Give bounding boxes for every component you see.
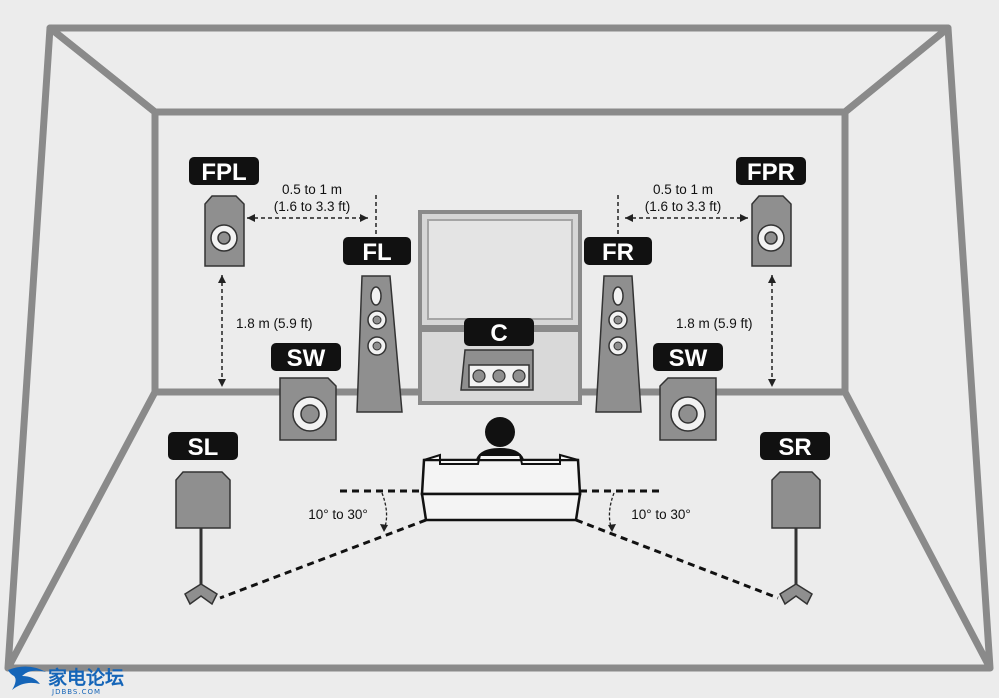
- speaker-fl: [356, 275, 403, 413]
- angle-note-left: 10° to 30°: [308, 507, 368, 522]
- speaker-c: [460, 349, 534, 391]
- label-c: C: [464, 318, 534, 347]
- height-note-left: 1.8 m (5.9 ft): [236, 316, 313, 331]
- angle-ray-left: [219, 518, 427, 600]
- speaker-fpr: [751, 195, 792, 267]
- speaker-fr: [595, 275, 642, 413]
- room-right-wall: [841, 24, 994, 672]
- measurement-arrowheads: [218, 214, 776, 387]
- angle-arc-right: [608, 492, 615, 531]
- label-fr: FR: [584, 237, 652, 266]
- gap-note-right-line1: 0.5 to 1 m: [653, 182, 713, 197]
- label-fl: FL: [343, 237, 411, 266]
- label-sr: SR: [760, 432, 830, 461]
- watermark-name: 家电论坛: [48, 666, 124, 689]
- angle-guides: [219, 489, 779, 600]
- speaker-fpl: [204, 195, 245, 267]
- label-sw-right: SW: [653, 343, 723, 372]
- label-sl-text: SL: [188, 434, 219, 461]
- label-sr-text: SR: [778, 434, 811, 461]
- watermark-swoosh-icon: [8, 666, 46, 690]
- label-fpl: FPL: [189, 157, 259, 186]
- height-note-right: 1.8 m (5.9 ft): [676, 316, 753, 331]
- label-sw-right-text: SW: [669, 345, 708, 372]
- speaker-sl-stand-base: [184, 583, 218, 606]
- label-fpl-text: FPL: [201, 159, 246, 186]
- speaker-sr-stand-base: [779, 583, 813, 606]
- angle-arc-arrows: [380, 524, 616, 532]
- watermark-domain: JDBBS.COM: [51, 688, 101, 696]
- label-fpr-text: FPR: [747, 159, 795, 186]
- angle-arcs: [381, 492, 615, 531]
- label-sw-left: SW: [271, 343, 341, 372]
- measurement-guides: [221, 195, 773, 387]
- label-fl-text: FL: [362, 239, 391, 266]
- angle-note-right: 10° to 30°: [631, 507, 691, 522]
- gap-note-left-line2: (1.6 to 3.3 ft): [274, 199, 351, 214]
- room-ceiling: [46, 24, 952, 116]
- subwoofer-left: [279, 377, 337, 441]
- gap-note-left-line1: 0.5 to 1 m: [282, 182, 342, 197]
- label-fpr: FPR: [736, 157, 806, 186]
- room-outline: [4, 24, 994, 672]
- watermark-logo: 家电论坛 JDBBS.COM: [8, 666, 124, 696]
- label-fr-text: FR: [602, 239, 634, 266]
- label-c-text: C: [490, 320, 507, 347]
- speaker-sl: [175, 471, 231, 606]
- listener-head: [485, 417, 515, 447]
- label-sw-left-text: SW: [287, 345, 326, 372]
- gap-note-right-line2: (1.6 to 3.3 ft): [645, 199, 722, 214]
- sofa: [420, 453, 582, 522]
- subwoofer-right: [659, 377, 717, 441]
- angle-ray-right: [575, 518, 779, 600]
- speaker-sr: [771, 471, 821, 606]
- room-left-wall: [4, 24, 159, 672]
- label-sl: SL: [168, 432, 238, 461]
- tv-screen: [418, 210, 582, 405]
- angle-arc-left: [381, 492, 388, 531]
